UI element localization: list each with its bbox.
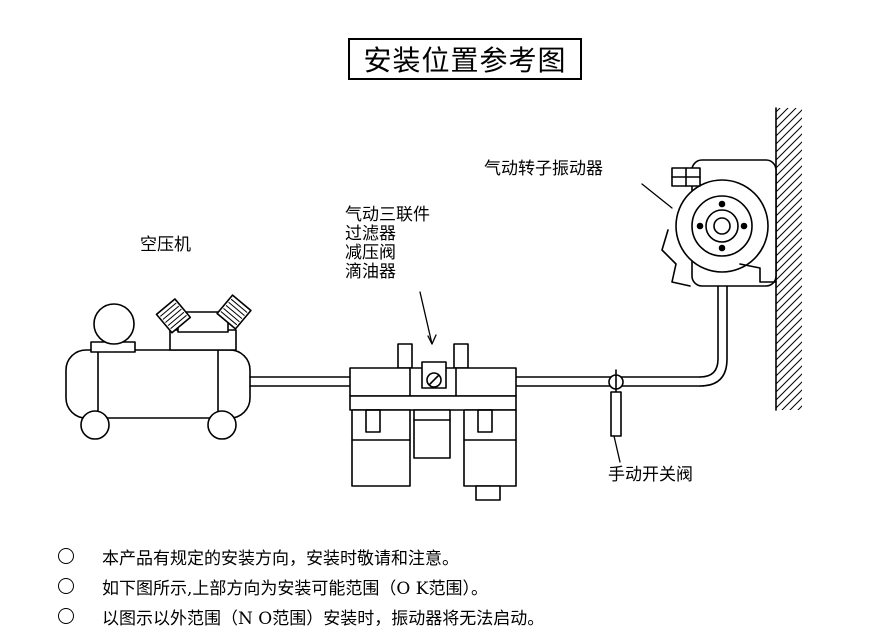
valve-label: 手动开关阀 [608,465,693,485]
note-text: 如下图所示,上部方向为安装可能范围（O K范围）。 [102,578,488,599]
frl-label-line: 气动三联件 [345,205,430,225]
frl-label: 气动三联件 过滤器 减压阀 滴油器 [345,206,430,282]
leader-lines [419,183,673,463]
circle-bullet-icon [58,578,74,594]
note-text: 以图示以外范围（N O范围）安装时，振动器将无法启动。 [102,608,545,629]
frl-unit [349,343,517,501]
manual-valve [608,369,624,437]
vibrator-label: 气动转子振动器 [484,159,603,179]
note-item: 本产品有规定的安装方向，安装时敬请和注意。 [58,541,544,571]
mounting-wall [775,107,802,411]
rotary-vibrator [661,159,777,287]
air-compressor [65,294,252,440]
compressor-label: 空压机 [140,235,191,255]
note-item: 如下图所示,上部方向为安装可能范围（O K范围）。 [58,571,544,601]
frl-label-line: 滴油器 [345,262,396,282]
circle-bullet-icon [58,608,74,624]
note-text: 本产品有规定的安装方向，安装时敬请和注意。 [102,548,459,569]
frl-label-line: 过滤器 [345,224,396,244]
circle-bullet-icon [58,548,74,564]
frl-label-line: 减压阀 [345,243,396,263]
air-pipe [249,241,728,387]
notes-list: 本产品有规定的安装方向，安装时敬请和注意。 如下图所示,上部方向为安装可能范围（… [58,541,544,631]
note-item: 以图示以外范围（N O范围）安装时，振动器将无法启动。 [58,601,544,631]
page-title: 安装位置参考图 [348,38,582,80]
